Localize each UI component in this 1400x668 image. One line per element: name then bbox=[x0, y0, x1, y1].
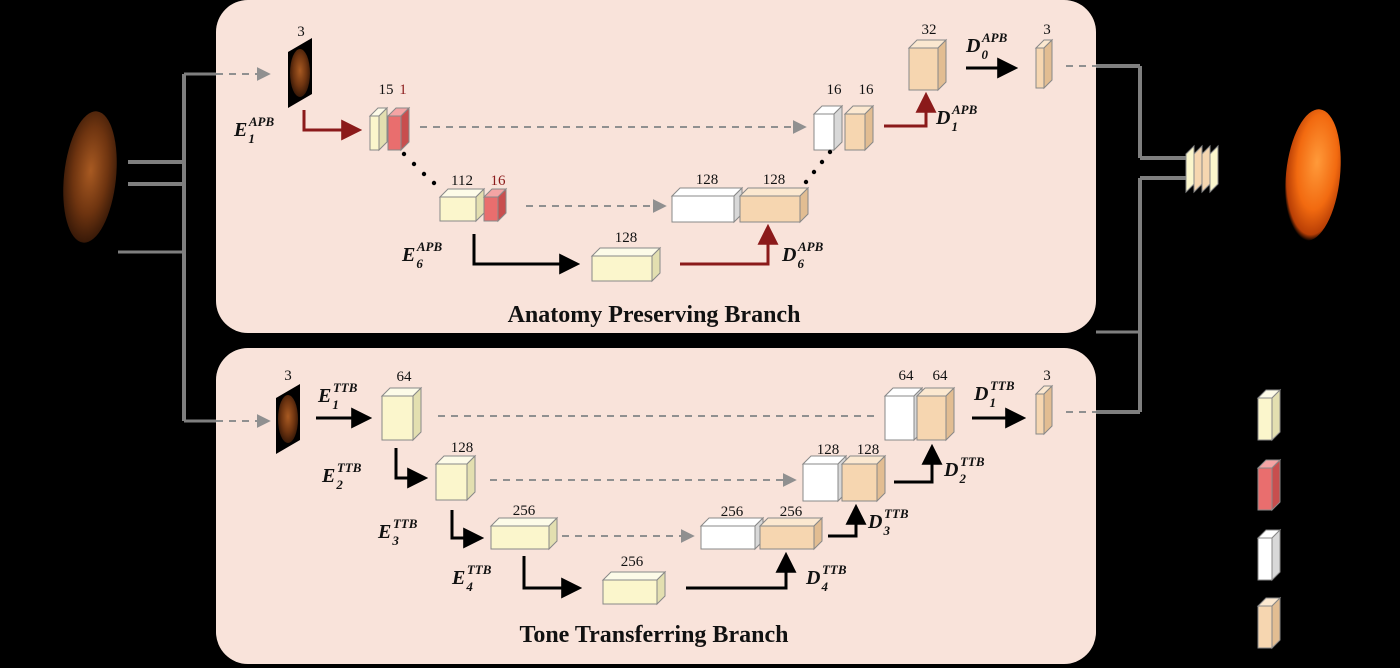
ttb-panel bbox=[216, 348, 1096, 664]
ttb-e3-arrow bbox=[450, 510, 485, 549]
ttb-bottleneck-block bbox=[601, 570, 667, 606]
apb-dots-right bbox=[803, 149, 833, 185]
upsample-block-icon bbox=[1256, 528, 1282, 582]
ttb-d4-arrow bbox=[686, 551, 797, 590]
apb-title: Anatomy Preserving Branch bbox=[508, 302, 801, 328]
label-ttb-d1: D1TTB bbox=[973, 378, 1015, 410]
ttb-input-thumbnail bbox=[276, 384, 300, 454]
apb-d6-decoder-channels: 128 bbox=[763, 172, 786, 188]
ttb-e2-channels: 128 bbox=[451, 440, 474, 456]
label-apb-e6: E6APB bbox=[401, 239, 442, 271]
ttb-d2-decoder-block bbox=[840, 454, 887, 503]
ttb-output-channels: 3 bbox=[1043, 368, 1051, 384]
apb-output-block bbox=[1034, 38, 1054, 90]
apb-e6-attention-channels: 16 bbox=[491, 173, 507, 189]
ttb-e4-arrow bbox=[522, 556, 583, 599]
ttb-d3-upsample-block bbox=[699, 516, 765, 551]
ttb-e3-block bbox=[489, 516, 559, 551]
apb-d0-input-block bbox=[907, 38, 948, 92]
ttb-e1-block bbox=[380, 386, 423, 442]
ttb-bottleneck-channels: 256 bbox=[621, 554, 644, 570]
apb-e6-block bbox=[438, 187, 486, 223]
ttb-title: Tone Transferring Branch bbox=[520, 622, 789, 648]
apb-d1-decoder-channels: 16 bbox=[859, 82, 875, 98]
apb-d6-upsample-channels: 128 bbox=[696, 172, 719, 188]
ttb-d1-decoder-block bbox=[915, 386, 956, 442]
apb-output-channels: 3 bbox=[1043, 22, 1051, 38]
apb-e1-attention-block bbox=[386, 106, 411, 152]
apb-input-thumbnail bbox=[288, 38, 312, 108]
apb-bottleneck-block bbox=[590, 246, 662, 283]
ttb-d2-arrow bbox=[894, 443, 943, 484]
ttb-d2-upsample-block bbox=[801, 454, 848, 503]
input-fundus-image bbox=[58, 98, 122, 258]
encoder-block-icon bbox=[1256, 388, 1282, 442]
apb-e1-attention-channels: 1 bbox=[399, 82, 407, 98]
output-connectors bbox=[1066, 64, 1186, 414]
ttb-e3-channels: 256 bbox=[513, 503, 536, 519]
apb-d6-decoder-block bbox=[738, 186, 810, 224]
ttb-output-block bbox=[1034, 384, 1054, 436]
ttb-d2-decoder-channels: 128 bbox=[857, 442, 880, 458]
apb-e1-block bbox=[368, 106, 389, 152]
label-apb-d0: D0APB bbox=[965, 30, 1008, 62]
ttb-d2-upsample-channels: 128 bbox=[817, 442, 840, 458]
ttb-e1-channels: 64 bbox=[397, 369, 413, 385]
apb-e6-attention-block bbox=[482, 187, 508, 223]
ttb-input-channels: 3 bbox=[284, 368, 292, 384]
ttb-e2-arrow bbox=[394, 448, 429, 489]
apb-bottleneck-channels: 128 bbox=[615, 230, 638, 246]
apb-d6-upsample-block bbox=[670, 186, 744, 224]
apb-dots-left bbox=[401, 151, 437, 186]
ttb-d1-decoder-channels: 64 bbox=[933, 368, 949, 384]
label-apb-d6: D6APB bbox=[781, 239, 824, 271]
apb-d0-input-channels: 32 bbox=[922, 22, 937, 38]
label-apb-d1: D1APB bbox=[935, 102, 978, 134]
apb-input-channels: 3 bbox=[297, 24, 305, 40]
label-ttb-e2: E2TTB bbox=[321, 460, 362, 492]
apb-d6-arrow bbox=[680, 223, 779, 266]
input-connectors bbox=[118, 72, 216, 423]
label-ttb-d2: D2TTB bbox=[943, 454, 985, 486]
label-ttb-d3: D3TTB bbox=[867, 506, 909, 538]
merged-output-blocks bbox=[1185, 144, 1219, 194]
apb-d1-decoder-block bbox=[843, 104, 875, 152]
ttb-d3-decoder-channels: 256 bbox=[780, 504, 803, 520]
ttb-d1-upsample-channels: 64 bbox=[899, 368, 915, 384]
apb-e6-channels: 112 bbox=[451, 173, 473, 189]
apb-d1-arrow bbox=[884, 91, 937, 128]
attention-block-icon bbox=[1256, 458, 1282, 512]
label-ttb-e3: E3TTB bbox=[377, 516, 418, 548]
ttb-d1-upsample-block bbox=[883, 386, 924, 442]
ttb-d3-arrow bbox=[828, 503, 867, 538]
ttb-d3-decoder-block bbox=[758, 516, 824, 551]
apb-d1-upsample-block bbox=[812, 104, 844, 152]
apb-e6-arrow bbox=[472, 234, 581, 275]
apb-e1-channels: 15 bbox=[379, 82, 394, 98]
label-apb-e1: E1APB bbox=[233, 114, 274, 146]
ttb-d3-upsample-channels: 256 bbox=[721, 504, 744, 520]
decoder-block-icon bbox=[1256, 596, 1282, 650]
apb-d1-upsample-channels: 16 bbox=[827, 82, 843, 98]
apb-e1-arrow bbox=[302, 110, 363, 141]
output-fundus-image bbox=[1282, 96, 1346, 252]
ttb-e2-block bbox=[434, 454, 477, 502]
apb-panel bbox=[216, 0, 1096, 333]
label-ttb-e4: E4TTB bbox=[451, 562, 492, 594]
label-ttb-d4: D4TTB bbox=[805, 562, 847, 594]
label-ttb-e1: E1TTB bbox=[317, 380, 358, 412]
